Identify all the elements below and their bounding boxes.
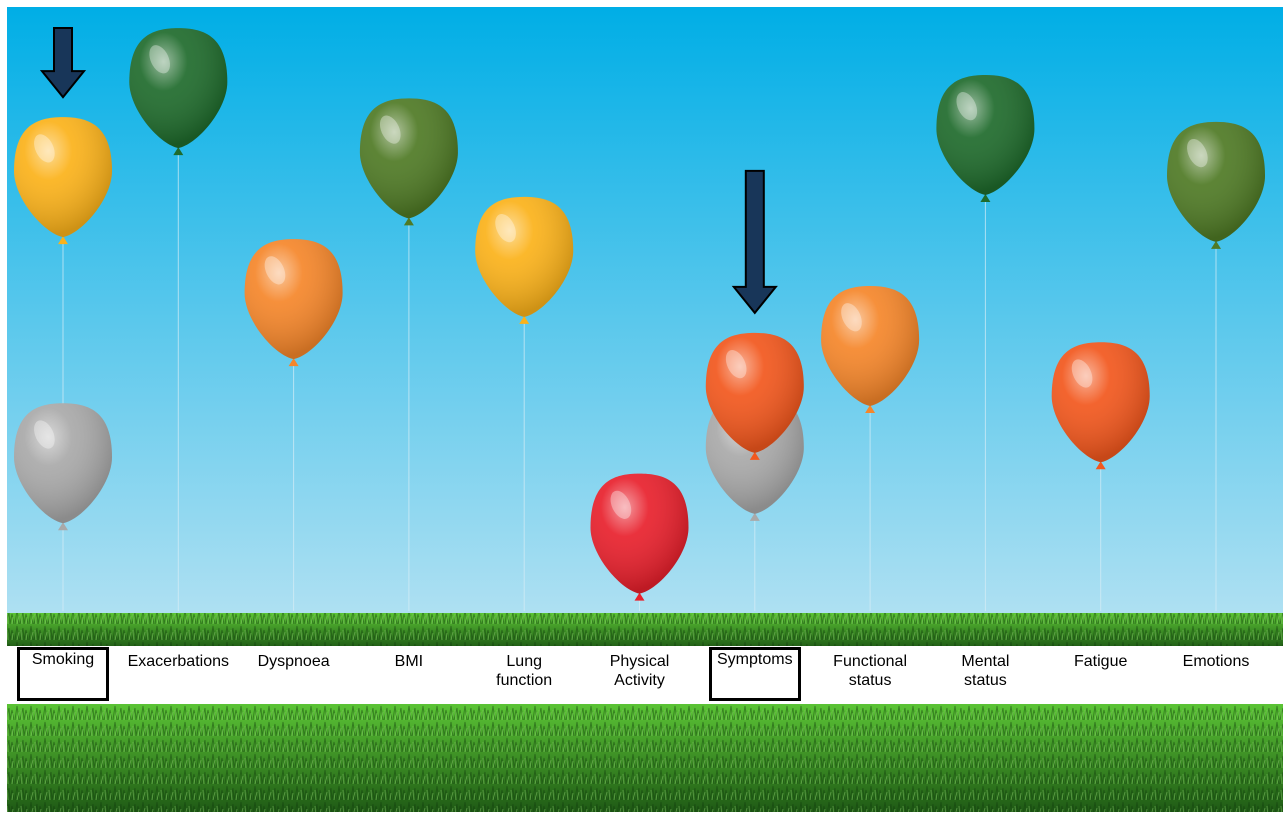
balloon-mental-status-dark-green	[936, 74, 1035, 202]
balloon-symptoms-orange-red	[705, 332, 804, 460]
arrow-smoking	[39, 27, 87, 99]
balloon-smoking-grey	[14, 403, 112, 531]
label-mental-status: Mental status	[961, 653, 1010, 689]
balloon-physical-activity-red	[590, 473, 689, 601]
label-fatigue: Fatigue	[1074, 653, 1128, 670]
label-dyspnoea: Dyspnoea	[257, 653, 330, 670]
label-functional-status: Functional status	[833, 653, 907, 689]
balloon-fatigue-orange-red	[1051, 342, 1150, 470]
arrow-symptoms	[731, 169, 778, 315]
balloons	[14, 28, 1265, 601]
balloon-exacerbations-dark-green	[129, 28, 228, 156]
balloon-bmi-olive-green	[359, 98, 458, 226]
label-exacerbations: Exacerbations	[127, 653, 229, 670]
label-lung-function: Lung function	[496, 653, 553, 689]
label-physical-activity: Physical Activity	[609, 653, 670, 689]
balloon-functional-status-orange	[821, 286, 920, 414]
balloon-smoking-yellow	[14, 117, 112, 245]
balloon-dyspnoea-orange	[244, 239, 343, 367]
category-labels: Smoking Exacerbations Dyspnoea BMI Lung func…	[7, 646, 1283, 704]
label-smoking: Smoking	[17, 647, 109, 701]
balloon-strings	[62, 150, 1217, 611]
arrows	[39, 27, 778, 315]
balloon-emotions-olive-green	[1167, 121, 1265, 249]
label-emotions: Emotions	[1182, 653, 1250, 670]
balloon-lung-function-yellow	[475, 196, 574, 324]
upper-grass-texture	[7, 613, 1283, 648]
label-bmi: BMI	[394, 653, 424, 670]
lower-grass-texture	[7, 704, 1283, 812]
label-symptoms: Symptoms	[708, 647, 801, 701]
